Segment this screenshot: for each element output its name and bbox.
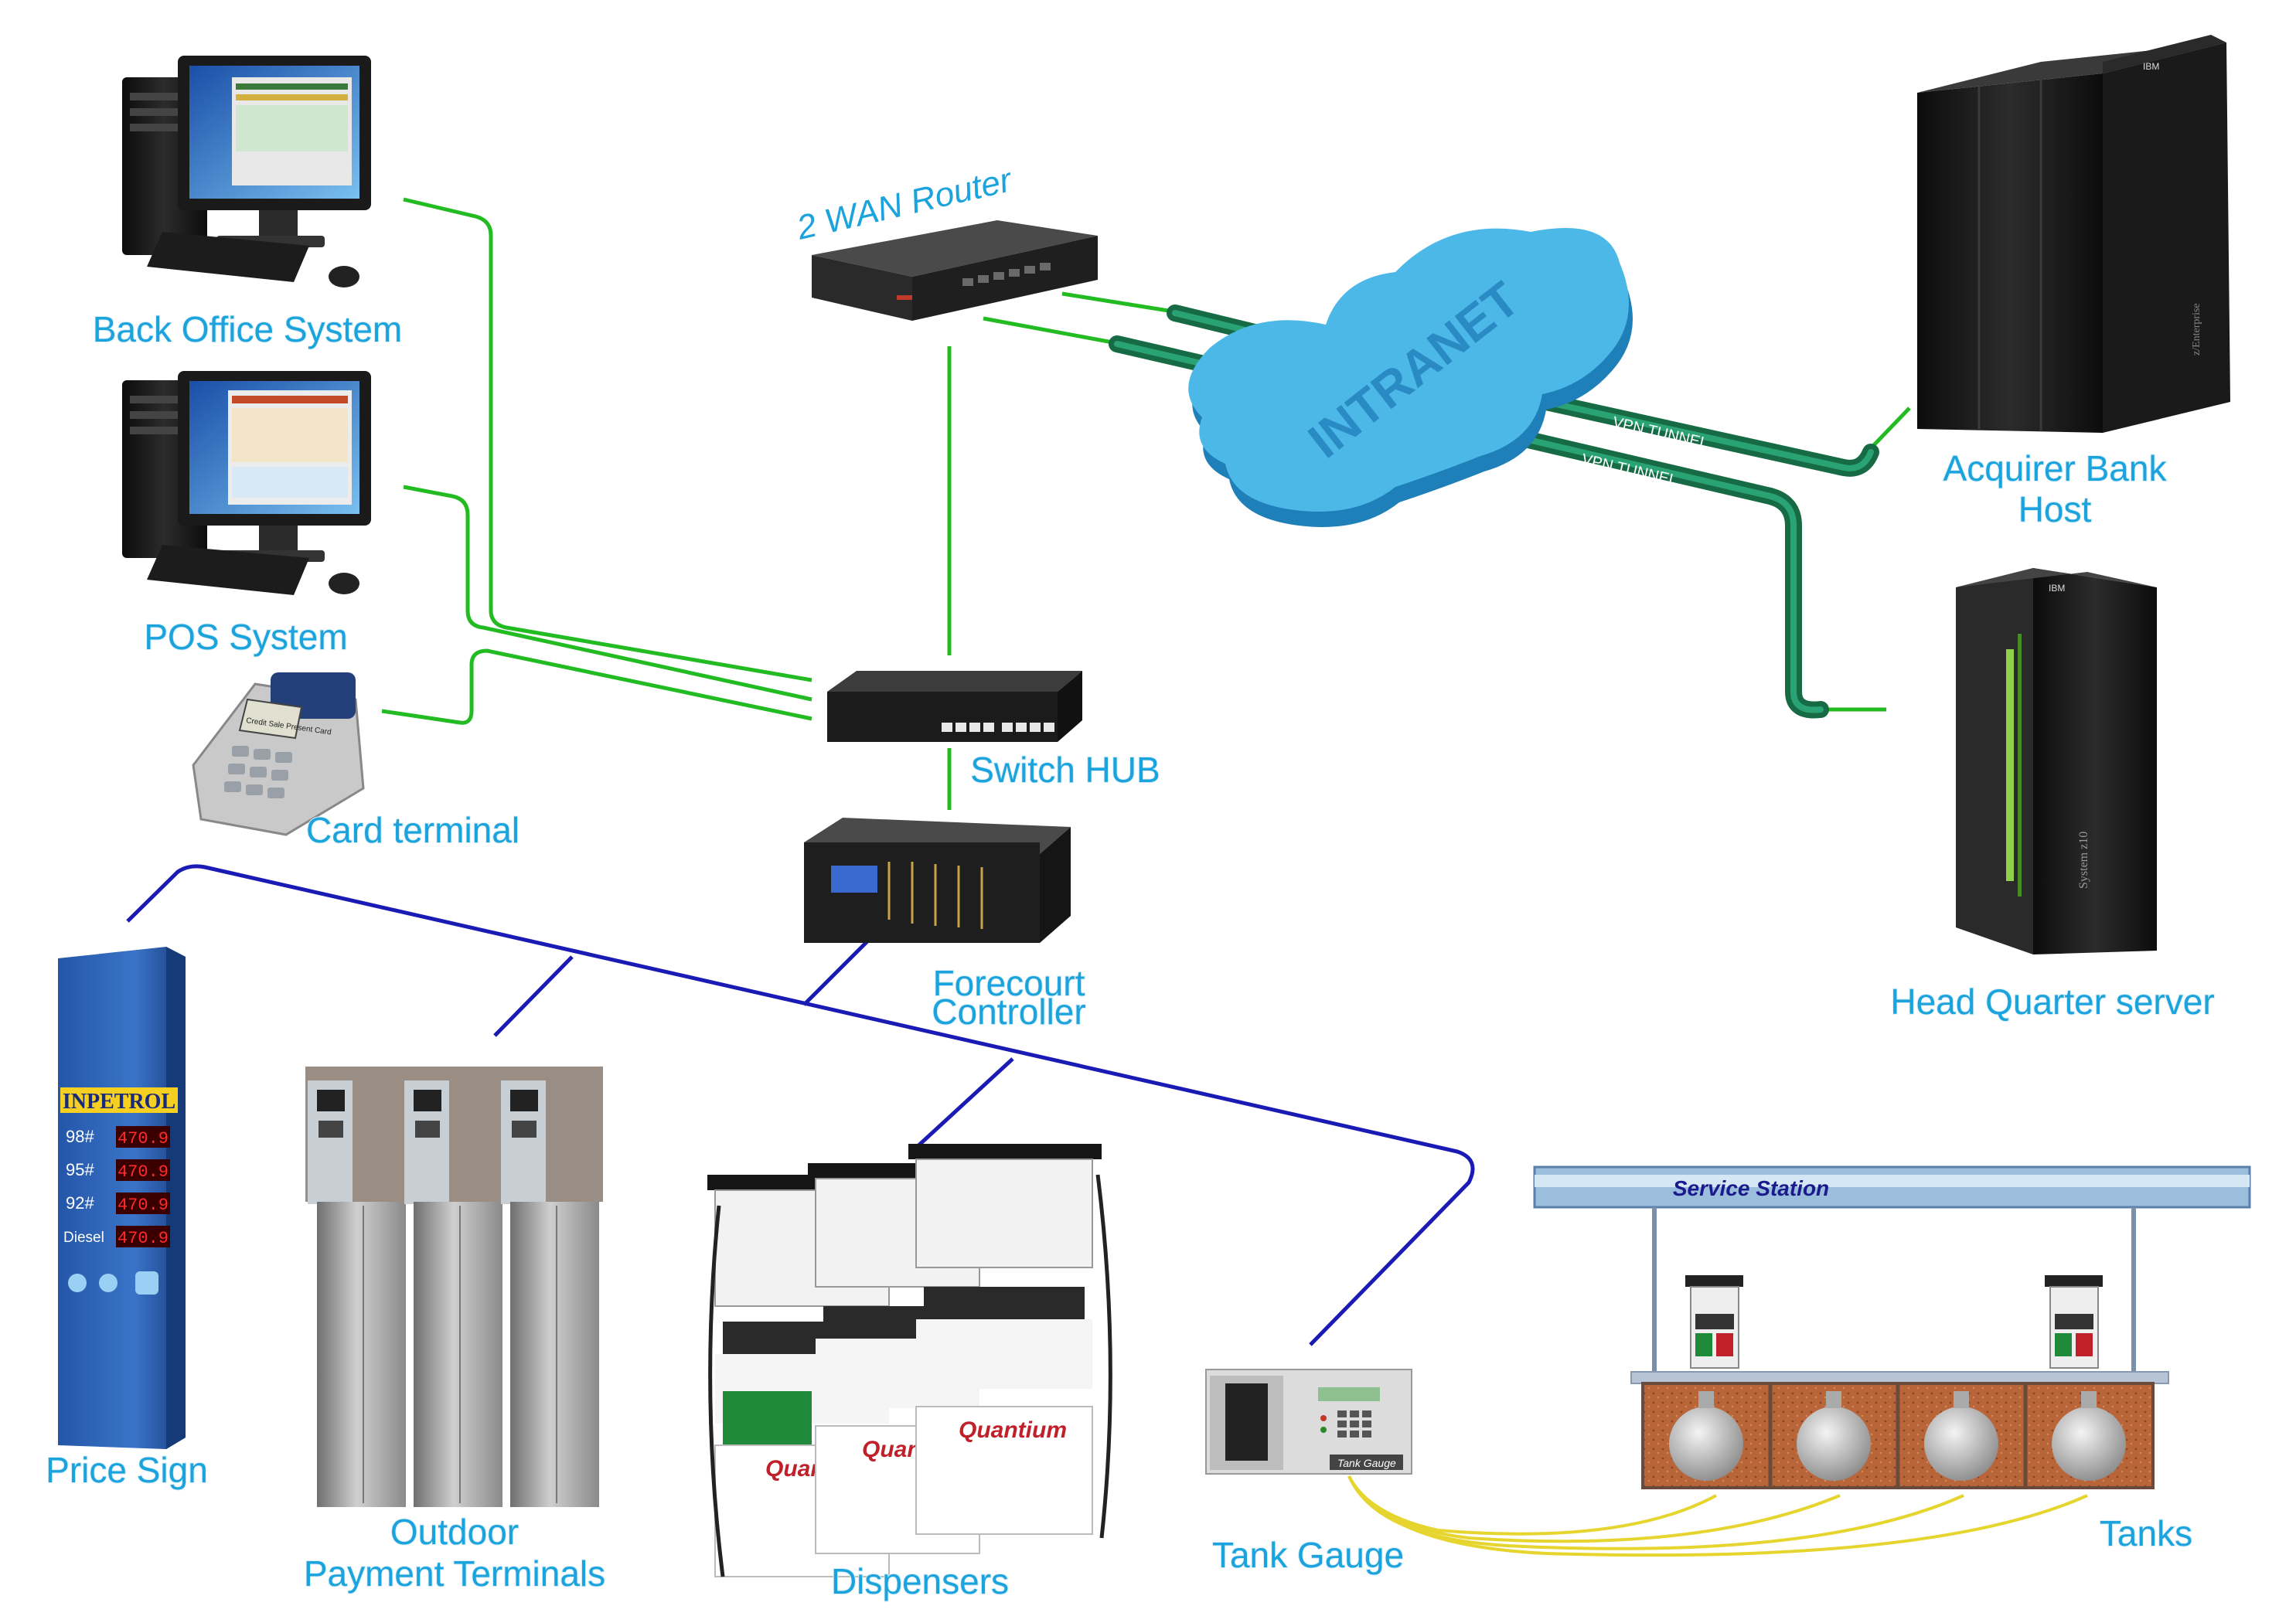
mini-dispenser xyxy=(1685,1275,1743,1369)
cable-card-terminal xyxy=(381,648,812,725)
switch-hub-icon xyxy=(827,671,1082,742)
info-icon xyxy=(99,1274,118,1292)
price-sign-label: Price Sign xyxy=(46,1450,208,1490)
outdoor-terminal xyxy=(499,1067,603,1507)
tank-gauge-icon: Tank Gauge xyxy=(1205,1369,1412,1475)
bus-main xyxy=(126,864,1475,1346)
outdoor-terminal xyxy=(305,1067,410,1507)
service-station-icon: Service Station xyxy=(1533,1165,2251,1489)
dispenser-icons: Quantium Quantium Quantium xyxy=(707,1144,1112,1577)
forecourt-label-line2: Controller xyxy=(932,992,1085,1032)
cable-acquirer-end xyxy=(1869,407,1911,450)
outdoor-terminal xyxy=(402,1067,506,1507)
dispenser-brand: Quantium xyxy=(959,1417,1067,1443)
hq-model-text: System z10 xyxy=(2077,832,2090,889)
pos-label: POS System xyxy=(144,617,347,657)
price-row: Diesel 470.9 xyxy=(63,1226,170,1248)
dispenser: Quantium xyxy=(908,1144,1112,1539)
tank xyxy=(1669,1391,1743,1481)
svg-text:95#: 95# xyxy=(66,1160,94,1179)
intranet-cloud: INTRANET xyxy=(1188,228,1633,527)
outdoor-payment-terminal-icons xyxy=(305,1067,603,1507)
mini-dispenser xyxy=(2045,1275,2103,1369)
svg-text:92#: 92# xyxy=(66,1193,94,1213)
back-office-label: Back Office System xyxy=(93,309,403,349)
tank xyxy=(1797,1391,1871,1481)
price-row: 95# 470.9 xyxy=(66,1159,170,1182)
cable-router-wan2 xyxy=(983,316,1122,346)
phone-icon xyxy=(135,1271,158,1295)
tank-gauge-plate: Tank Gauge xyxy=(1337,1457,1396,1469)
cable-router-wan1 xyxy=(1061,291,1184,315)
svg-text:470.9: 470.9 xyxy=(118,1229,169,1248)
outdoor-label-line2: Payment Terminals xyxy=(304,1553,605,1594)
svg-text:Diesel: Diesel xyxy=(63,1230,104,1246)
switch-hub-label: Switch HUB xyxy=(970,750,1160,790)
tank xyxy=(1924,1391,1998,1481)
tank xyxy=(2052,1391,2126,1481)
bus-drop-outdoor xyxy=(493,955,574,1037)
cable-back-office xyxy=(403,197,812,682)
forecourt-controller-icon xyxy=(804,818,1071,943)
forecourt-label-line1: Forecourt xyxy=(933,963,1085,1003)
svg-text:98#: 98# xyxy=(66,1127,94,1146)
svg-text:470.9: 470.9 xyxy=(118,1162,169,1182)
acquirer-model-text: z/Enterprise xyxy=(2191,303,2202,356)
dispensers-label: Dispensers xyxy=(831,1561,1009,1601)
router-icon xyxy=(812,220,1098,321)
svg-text:470.9: 470.9 xyxy=(118,1196,169,1215)
tanks-label: Tanks xyxy=(2100,1513,2192,1553)
lan-cables xyxy=(381,197,1911,810)
outdoor-label-line1: Outdoor xyxy=(390,1512,519,1552)
back-office-computer-icon xyxy=(122,56,371,288)
service-station-label: Service Station xyxy=(1673,1176,1829,1200)
pos-computer-icon xyxy=(122,371,371,595)
gauge-cables xyxy=(1347,1475,2088,1557)
bus-drop-forecourt xyxy=(802,934,875,1006)
cable-pos xyxy=(403,485,812,702)
acquirer-ibm-logo: IBM xyxy=(2143,61,2159,72)
svg-text:470.9: 470.9 xyxy=(118,1129,169,1148)
card-terminal-label: Card terminal xyxy=(306,810,519,850)
price-row: 92# 470.9 xyxy=(66,1193,170,1215)
hq-ibm-logo: IBM xyxy=(2049,583,2065,594)
price-sign-icon: INPETROL 98# 470.9 95# 470.9 92# 470.9 D… xyxy=(58,947,186,1449)
acquirer-label-line1: Acquirer Bank xyxy=(1943,448,2168,488)
restroom-icon xyxy=(68,1274,87,1292)
bus-drop-dispensers xyxy=(915,1057,1014,1149)
forecourt-bus xyxy=(126,864,1475,1346)
acquirer-server-icon: IBM z/Enterprise xyxy=(1917,35,2230,433)
card-terminal-icon: Credit Sale Present Card xyxy=(192,672,365,836)
price-row: 98# 470.9 xyxy=(66,1126,170,1148)
tank-gauge-label: Tank Gauge xyxy=(1212,1535,1404,1575)
hq-server-label: Head Quarter server xyxy=(1890,982,2214,1022)
hq-server-icon: IBM System z10 xyxy=(1956,568,2157,954)
price-sign-brand: INPETROL xyxy=(63,1090,175,1114)
acquirer-label-line2: Host xyxy=(2018,489,2092,529)
